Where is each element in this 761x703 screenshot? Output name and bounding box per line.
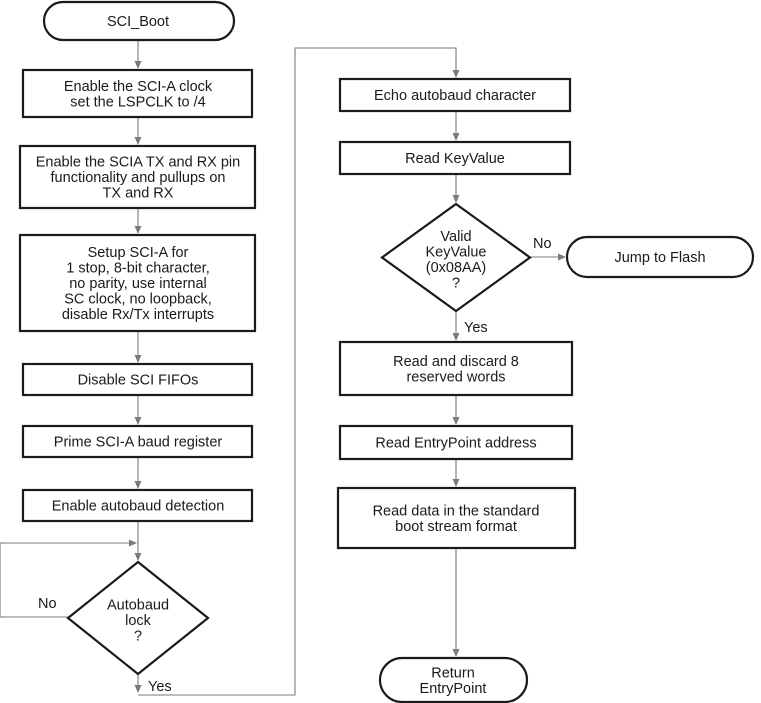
read-entrypoint-step: Read EntryPoint address	[338, 424, 574, 461]
node-text-line: Setup SCI-A for	[88, 245, 189, 261]
node-text-line: disable Rx/Tx interrupts	[62, 307, 214, 323]
start-terminator: SCI_Boot	[42, 0, 236, 42]
node-text-line: Read KeyValue	[405, 151, 505, 167]
echo-autobaud-step: Echo autobaud character	[338, 77, 572, 113]
node-text-line: Jump to Flash	[614, 250, 705, 266]
node-text-line: ?	[452, 275, 460, 291]
valid-yes-label: Yes	[464, 320, 488, 336]
node-text-line: Read EntryPoint address	[375, 436, 536, 452]
node-text-line: EntryPoint	[420, 681, 487, 697]
node-text-line: lock	[125, 613, 152, 629]
autobaud-yes-label: Yes	[148, 679, 172, 695]
node-text-line: reserved words	[406, 369, 505, 385]
node-text: Echo autobaud character	[374, 88, 536, 104]
node-text: SCI_Boot	[107, 14, 169, 30]
node-text-line: Valid	[440, 229, 471, 245]
edges	[0, 40, 566, 696]
node-text: Disable SCI FIFOs	[78, 373, 199, 389]
node-text-line: TX and RX	[103, 186, 174, 202]
node-text-line: functionality and pullups on	[51, 170, 226, 186]
node-text-line: ?	[134, 629, 142, 645]
node-text: Jump to Flash	[614, 250, 705, 266]
valid-no-label: No	[533, 236, 552, 252]
node-text: Read KeyValue	[405, 151, 505, 167]
node-text-line: 1 stop, 8-bit character,	[66, 261, 209, 277]
node-text-line: KeyValue	[426, 244, 487, 260]
node-text-line: Enable autobaud detection	[52, 499, 225, 515]
node-text-line: (0x08AA)	[426, 260, 486, 276]
enable-autobaud-step: Enable autobaud detection	[21, 488, 254, 523]
node-text-line: Prime SCI-A baud register	[54, 435, 223, 451]
node-text-line: Echo autobaud character	[374, 88, 536, 104]
node-text-line: no parity, use internal	[69, 276, 207, 292]
jump-flash-terminator: Jump to Flash	[565, 235, 755, 279]
edge-lock-yes-to-echo	[138, 47, 460, 696]
node-text-line: Disable SCI FIFOs	[78, 373, 199, 389]
node-text: Read EntryPoint address	[375, 436, 536, 452]
disable-fifos-step: Disable SCI FIFOs	[21, 362, 254, 397]
node-text: Prime SCI-A baud register	[54, 435, 223, 451]
node-text: Enable autobaud detection	[52, 499, 225, 515]
node-text-line: boot stream format	[395, 519, 517, 535]
autobaud-no-label: No	[38, 596, 57, 612]
node-text-line: Enable the SCI-A clock	[64, 79, 213, 95]
node-text-line: set the LSPCLK to /4	[70, 94, 205, 110]
node-text-line: SC clock, no loopback,	[64, 292, 212, 308]
node-text-line: Enable the SCIA TX and RX pin	[36, 155, 240, 171]
node-text-line: Return	[431, 665, 475, 681]
node-text-line: Read data in the standard	[373, 503, 540, 519]
edge-lock-no-loop	[0, 539, 137, 618]
node-text-line: SCI_Boot	[107, 14, 169, 30]
prime-baud-step: Prime SCI-A baud register	[21, 424, 254, 459]
node-text-line: Autobaud	[107, 598, 169, 614]
node-text-line: Read and discard 8	[393, 354, 519, 370]
read-keyvalue-step: Read KeyValue	[338, 140, 572, 176]
